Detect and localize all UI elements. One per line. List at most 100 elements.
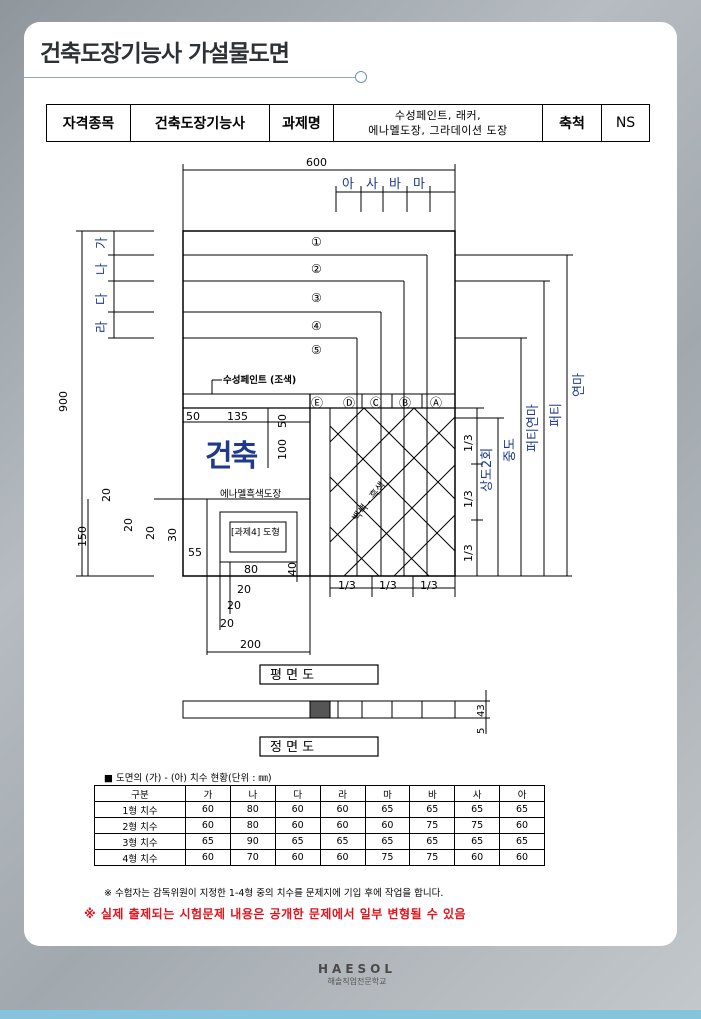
dims-header-cell: 나 [229,785,276,802]
water-paint-label: 수성페인트 (조색) [223,374,296,386]
table-row: 4형 치수 60 70 60 60 75 75 60 60 [94,849,545,866]
table-cell: 60 [185,817,231,834]
table-cell: 75 [409,849,456,866]
table-cell: 60 [274,849,321,866]
third-bottom-2: 1/3 [379,579,397,592]
circled-4: ④ [311,319,322,333]
table-cell: 65 [409,801,456,818]
page-title: 건축도장기능사 가설물도면 [40,41,290,67]
circled-2: ② [311,262,322,276]
diagonal-panel [329,407,456,577]
table-cell: 1형 치수 [94,801,186,818]
table-cell: 70 [229,849,276,866]
scale-value: NS [601,104,650,142]
dim-5: 5 [476,728,487,734]
letter-ra: 라 [95,321,110,333]
table-cell: 65 [454,833,501,850]
table-cell: 65 [409,833,456,850]
third-bottom-1: 1/3 [338,579,356,592]
dim-80: 80 [244,563,258,576]
coat-finish-label: 상도2회 [480,448,495,492]
circled-D: Ⓓ [343,396,355,410]
subject-value: 건축도장기능사 [130,104,270,142]
dims-header-cell: 아 [499,785,545,802]
front-label-box [259,736,379,757]
dim-20-c: 20 [144,526,157,540]
table-cell: 75 [454,817,501,834]
dims-header-cell: 다 [274,785,321,802]
title-underline [24,77,364,78]
subject-label: 자격종목 [46,104,131,142]
dim-20-e: 20 [227,599,241,612]
dims-caption: ■ 도면의 (가) - (아) 치수 현황(단위 : ㎜) [104,773,272,784]
dim-20-d: 20 [237,583,251,596]
putty-sanding-label: 퍼티연마 [526,404,541,452]
letter-da: 다 [95,293,110,305]
title-circle-decoration [355,71,367,83]
dim-30: 30 [166,528,179,542]
table-cell: 65 [185,833,231,850]
dim-600: 600 [306,156,327,169]
dims-header-row: 구분 가 나 다 라 마 바 사 아 [94,785,545,802]
table-cell: 65 [454,801,501,818]
task-line-1: 수성페인트, 래커, [394,109,482,122]
circled-E: Ⓔ [311,396,323,410]
third-bottom-3: 1/3 [420,579,438,592]
bottom-thirds-labels: 1/3 1/3 1/3 [338,579,438,592]
dim-50: 50 [186,410,200,423]
table-cell: 60 [319,849,366,866]
plan-label-box [259,664,379,685]
dims-header-cell: 바 [409,785,456,802]
table-cell: 60 [319,817,366,834]
bottom-accent-bar [0,1010,701,1019]
top-letter-labels: 아 사 바 마 [342,177,425,192]
header-table: 자격종목 건축도장기능사 과제명 수성페인트, 래커, 에나멜도장, 그라데이션… [46,104,650,142]
table-cell: 60 [364,817,411,834]
board-outline [182,230,456,577]
third-right-1: 1/3 [462,434,475,452]
scale-label: 축척 [542,104,602,142]
dim-40: 40 [286,562,299,576]
letter-ba: 바 [389,177,401,192]
circled-1: ① [311,235,322,249]
footer-logo-text: HAESOL [318,962,397,976]
table-row: 2형 치수 60 80 60 60 60 75 75 60 [94,817,545,834]
dim-50-vertical: 50 [276,414,289,428]
table-cell: 60 [499,817,545,834]
warning-note: ※ 실제 출제되는 시험문제 내용은 공개한 문제에서 일부 변형될 수 있음 [84,907,467,921]
table-cell: 2형 치수 [94,817,186,834]
third-right-3: 1/3 [462,544,475,562]
front-elevation [182,690,490,734]
dim-900: 900 [57,391,70,412]
table-cell: 65 [274,833,321,850]
letter-ga: 가 [95,237,110,249]
task-value: 수성페인트, 래커, 에나멜도장, 그라데이션 도장 [333,104,543,142]
table-cell: 60 [499,849,545,866]
right-thirds-labels: 1/3 1/3 1/3 [462,434,475,562]
enamel-label: 에나멜흑색도장 [220,488,281,500]
dim-135: 135 [227,410,248,423]
footer-logo-subtext: 해솔직업전문학교 [327,977,387,986]
circled-5: ⑤ [311,343,322,357]
letter-sa: 사 [366,177,378,192]
circled-C: Ⓒ [370,396,382,410]
table-cell: 3형 치수 [94,833,186,850]
dims-header-cell: 라 [319,785,366,802]
table-cell: 65 [364,833,411,850]
dim-200: 200 [240,638,261,651]
circled-A: Ⓐ [430,396,442,410]
right-coat-labels: 상도2회 중도 퍼티연마 퍼티 연마 [480,373,587,492]
technical-drawing: ① ② ③ ④ ⑤ Ⓔ Ⓓ Ⓒ Ⓑ Ⓐ 백색 - 흑색 [57,156,587,757]
logo-text: 건축 [205,439,258,474]
table-cell: 60 [454,849,501,866]
table-cell: 80 [229,817,276,834]
dims-note: ※ 수험자는 감독위원이 지정한 1-4형 중의 치수를 문제지에 기입 후에 … [104,888,444,899]
right-dimension-lines [455,254,573,577]
dim-20-b: 20 [122,518,135,532]
letter-a: 아 [342,177,354,192]
left-dimension-lines [76,230,154,577]
coat-middle-label: 중도 [503,438,518,462]
table-row: 1형 치수 60 80 60 60 65 65 65 65 [94,801,545,818]
dims-header-cell: 사 [454,785,501,802]
table-row: 3형 치수 65 90 65 65 65 65 65 65 [94,833,545,850]
